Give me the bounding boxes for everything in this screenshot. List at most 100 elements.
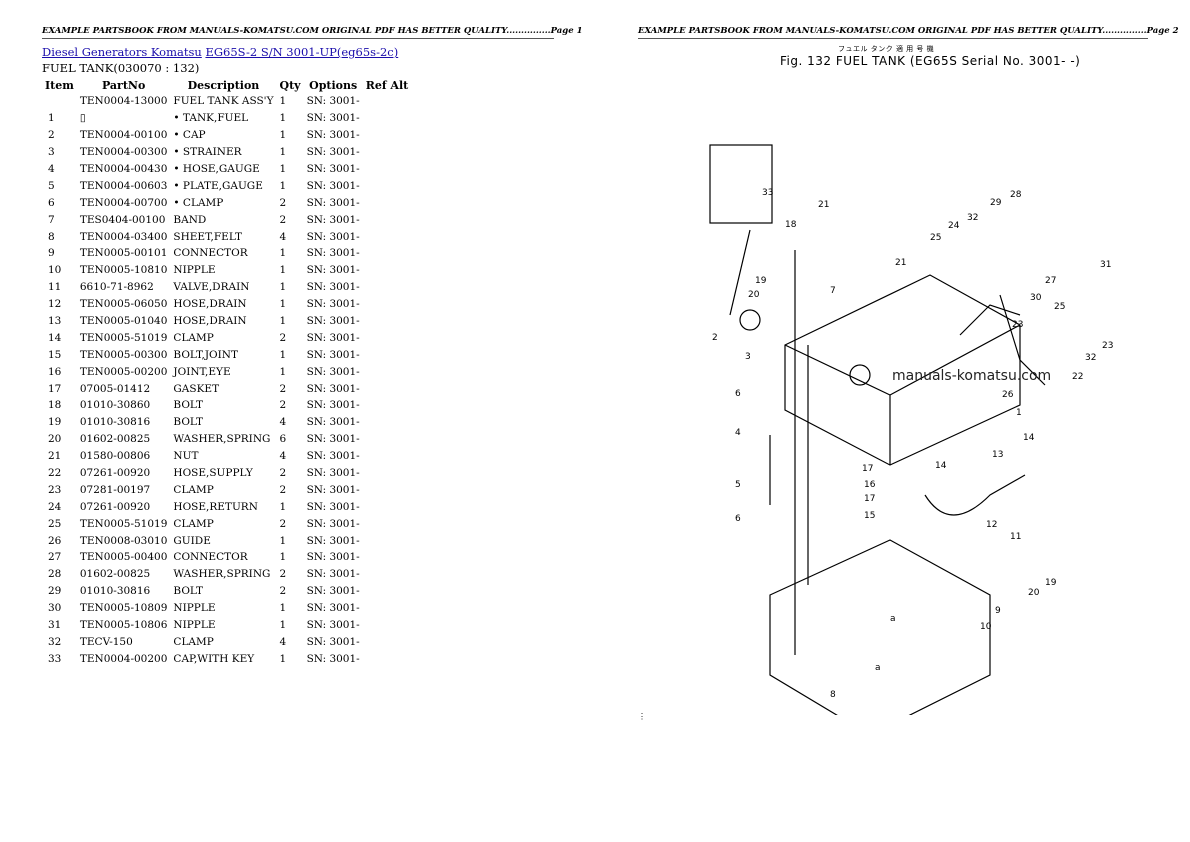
description-cell: • HOSE,GAUGE [173,163,260,175]
partno-cell: TES0404-00100 [79,213,166,226]
ref-alt-cell [363,262,412,279]
options-cell: SN: 3001- [306,635,360,648]
options-cell: SN: 3001- [306,551,360,564]
fuel-tank-body [784,274,1021,466]
item-cell: 7 [48,213,55,226]
qty-cell: 1 [279,365,287,378]
item-cell: 4 [48,163,55,175]
description-cell: BOLT [173,585,204,598]
callout-label: 32 [967,213,978,223]
ref-alt-cell [363,177,412,194]
callout-label: 30 [1030,293,1042,303]
options-cell: SN: 3001- [306,585,360,598]
options-cell: SN: 3001- [306,179,360,192]
ref-alt-cell [363,194,412,211]
item-cell: 9 [48,247,55,260]
breadcrumb-link-model[interactable]: EG65S-2 S/N 3001-UP(eg65s-2c) [205,45,399,59]
item-cell: 17 [48,382,62,395]
ref-alt-cell [363,245,412,262]
callout-label: 16 [864,480,876,490]
ref-alt-cell [363,397,412,414]
description-cell: WASHER,SPRING [173,568,271,581]
callout-label: 24 [948,221,960,231]
callout-label: 22 [1072,372,1083,382]
page2-header: EXAMPLE PARTSBOOK FROM MANUALS-KOMATSU.C… [638,26,1179,39]
description-cell: CAP,WITH KEY [173,652,255,665]
breadcrumb-link-category[interactable]: Diesel Generators Komatsu [42,45,202,59]
column-header: Ref Alt [365,78,409,92]
description-cell: JOINT,EYE [173,365,231,378]
qty-cell: 2 [279,585,287,598]
item-cell: 15 [48,348,62,361]
qty-cell: 2 [279,568,287,581]
partno-cell: TECV-150 [79,635,133,648]
callout-label: 15 [864,511,875,521]
description-cell: CLAMP [173,635,214,648]
qty-cell: 2 [279,517,287,530]
callout-label: 2 [712,333,718,343]
description-cell: BOLT [173,416,204,429]
callout-label: a [875,663,881,673]
partno-cell: ▯ [79,112,86,125]
callout-label: 25 [930,233,941,243]
partno-cell: TEN0004-00603 [79,179,168,192]
options-cell: SN: 3001- [306,264,360,277]
description-cell: CONNECTOR [173,247,248,260]
options-cell: SN: 3001- [306,298,360,311]
partno-cell: 07261-00920 [79,500,151,513]
description-cell: CONNECTOR [173,551,248,564]
item-cell: 26 [48,534,62,547]
item-cell: 27 [48,551,62,564]
options-cell: SN: 3001- [306,331,360,344]
figure-title: フュエル タンク 適 用 号 機 Fig. 132 FUEL TANK (EG6… [780,44,1080,68]
ref-alt-cell [363,498,412,515]
item-cell: 20 [48,433,62,446]
callout-label: 23 [1012,320,1023,330]
ref-alt-cell [363,634,412,651]
qty-cell: 1 [279,179,287,192]
partno-cell: TEN0004-00430 [79,163,168,175]
page1-header: EXAMPLE PARTSBOOK FROM MANUALS-KOMATSU.C… [42,26,583,39]
item-cell: 13 [48,315,62,328]
drain-hose [924,474,1026,516]
ref-alt-cell [363,93,412,110]
ref-alt-cell [363,566,412,583]
callout-label: 27 [1045,276,1056,286]
qty-cell: 1 [279,247,287,260]
ref-alt-cell [363,600,412,617]
options-cell: SN: 3001- [306,247,360,260]
qty-cell: 2 [279,382,287,395]
callout-label: 20 [748,290,760,300]
figure-title-japanese: フュエル タンク 適 用 号 機 [838,45,935,53]
partno-cell: TEN0004-00100 [79,129,168,142]
description-cell: BOLT,JOINT [173,348,238,361]
options-cell: SN: 3001- [306,382,360,395]
description-cell: GASKET [173,382,220,395]
qty-cell: 4 [279,416,287,429]
partno-cell: TEN0005-01040 [79,315,168,328]
callout-label: 18 [785,220,797,230]
item-cell: 29 [48,585,62,598]
base-frame [769,539,991,715]
ref-alt-cell [363,161,412,178]
description-cell: HOSE,RETURN [173,500,258,513]
ref-alt-cell [363,448,412,465]
qty-cell: 1 [279,500,287,513]
qty-cell: 4 [279,450,287,463]
column-header: Qty [279,78,301,92]
description-cell: SHEET,FELT [173,230,242,243]
options-cell: SN: 3001- [306,483,360,496]
qty-cell: 4 [279,635,287,648]
qty-cell: 2 [279,213,287,226]
